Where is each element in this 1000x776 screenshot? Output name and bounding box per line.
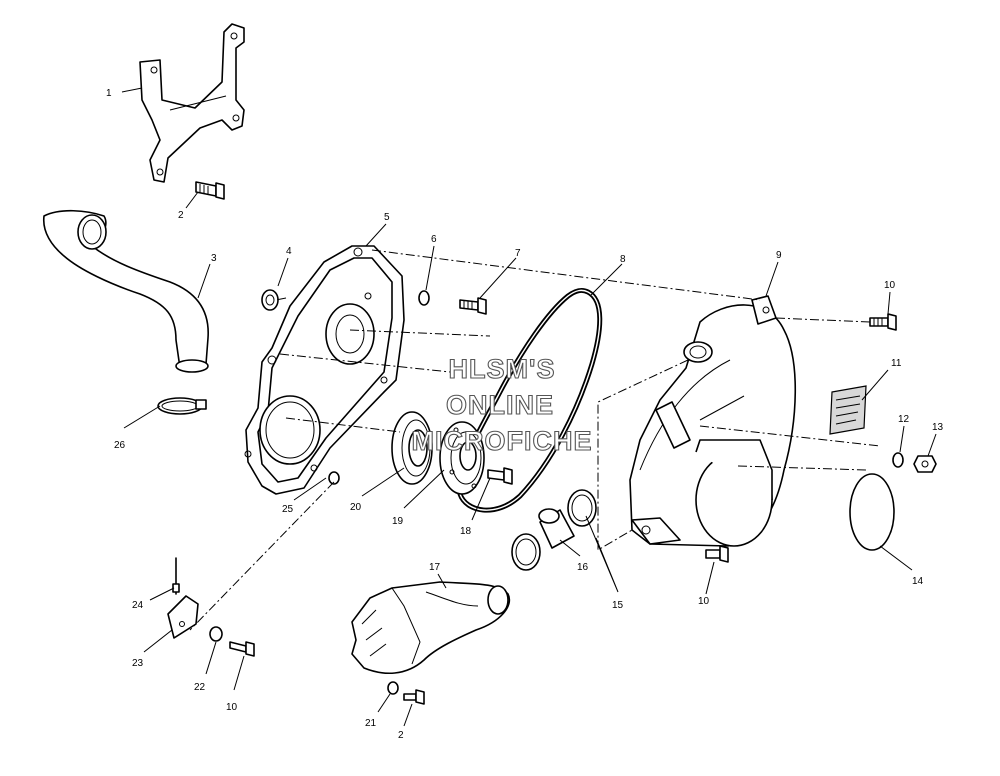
callout-11: 11 — [891, 358, 902, 369]
callout-17: 17 — [429, 562, 441, 573]
watermark-line-2: ONLINE — [446, 390, 554, 420]
part-23-small-bracket — [167, 595, 199, 639]
callout-15: 15 — [612, 600, 624, 611]
callout-8: 8 — [620, 254, 626, 265]
watermark-line-3: MICROFICHE — [412, 426, 593, 456]
callout-14: 14 — [912, 576, 924, 587]
part-18-bolt — [487, 467, 513, 485]
callout-12: 12 — [898, 414, 910, 425]
part-12-washer — [892, 452, 904, 468]
callout-10-lower: 10 — [698, 596, 710, 607]
callout-2: 2 — [178, 210, 184, 221]
part-4-washer — [261, 289, 279, 311]
callout-4: 4 — [286, 246, 292, 257]
part-22-washer — [209, 626, 223, 642]
callout-24: 24 — [132, 600, 144, 611]
part-1-bracket — [139, 23, 245, 183]
callout-25: 25 — [282, 504, 294, 515]
part-2-bolt-lower — [403, 689, 425, 705]
part-5-inner-clutch-cover — [244, 245, 405, 495]
callout-labels: 1 2 3 4 5 6 7 8 9 10 11 12 13 14 15 16 1… — [106, 88, 944, 741]
callout-16: 16 — [577, 562, 589, 573]
part-7-bolt — [459, 297, 487, 315]
watermark-line-1: HLSM'S — [449, 354, 556, 384]
part-10-bolt-lower — [705, 545, 729, 563]
callout-26: 26 — [114, 440, 126, 451]
callout-13: 13 — [932, 422, 944, 433]
callout-3: 3 — [211, 253, 217, 264]
part-9-outer-clutch-cover — [629, 295, 797, 547]
callout-22: 22 — [194, 682, 206, 693]
callout-20: 20 — [350, 502, 362, 513]
part-13-bolt — [913, 455, 937, 473]
part-25-washer — [328, 471, 340, 485]
part-8-drive-belt — [457, 287, 603, 513]
callout-6: 6 — [431, 234, 437, 245]
part-16-coupler — [538, 508, 575, 549]
part-20-seal — [391, 411, 433, 485]
part-2-bolt-top — [195, 181, 225, 200]
part-10-bolt-right — [869, 313, 897, 331]
callout-21: 21 — [365, 718, 377, 729]
callout-10: 10 — [884, 280, 896, 291]
callout-23: 23 — [132, 658, 144, 669]
callout-7: 7 — [515, 248, 521, 259]
alignment-lines — [189, 249, 881, 631]
part-3-intake-hose — [42, 209, 209, 373]
callout-18: 18 — [460, 526, 472, 537]
part-26-hose-clamp — [157, 397, 207, 415]
watermark: HLSM'S ONLINE MICROFICHE — [411, 353, 593, 456]
part-21-washer — [387, 681, 399, 695]
callout-1: 1 — [106, 88, 112, 99]
part-17-air-duct — [351, 581, 511, 675]
part-6-washer — [418, 290, 430, 306]
leader-lines — [121, 87, 937, 727]
part-14-gasket — [849, 473, 895, 551]
part-10-bolt-left — [229, 641, 255, 657]
callout-9: 9 — [776, 250, 782, 261]
callout-19: 19 — [392, 516, 404, 527]
part-19-bearing-plate — [439, 421, 485, 495]
part-11-decal — [829, 385, 867, 435]
callout-10-left: 10 — [226, 702, 238, 713]
part-15-clamps — [511, 489, 597, 571]
callout-2-lower: 2 — [398, 730, 404, 741]
callout-5: 5 — [384, 212, 390, 223]
